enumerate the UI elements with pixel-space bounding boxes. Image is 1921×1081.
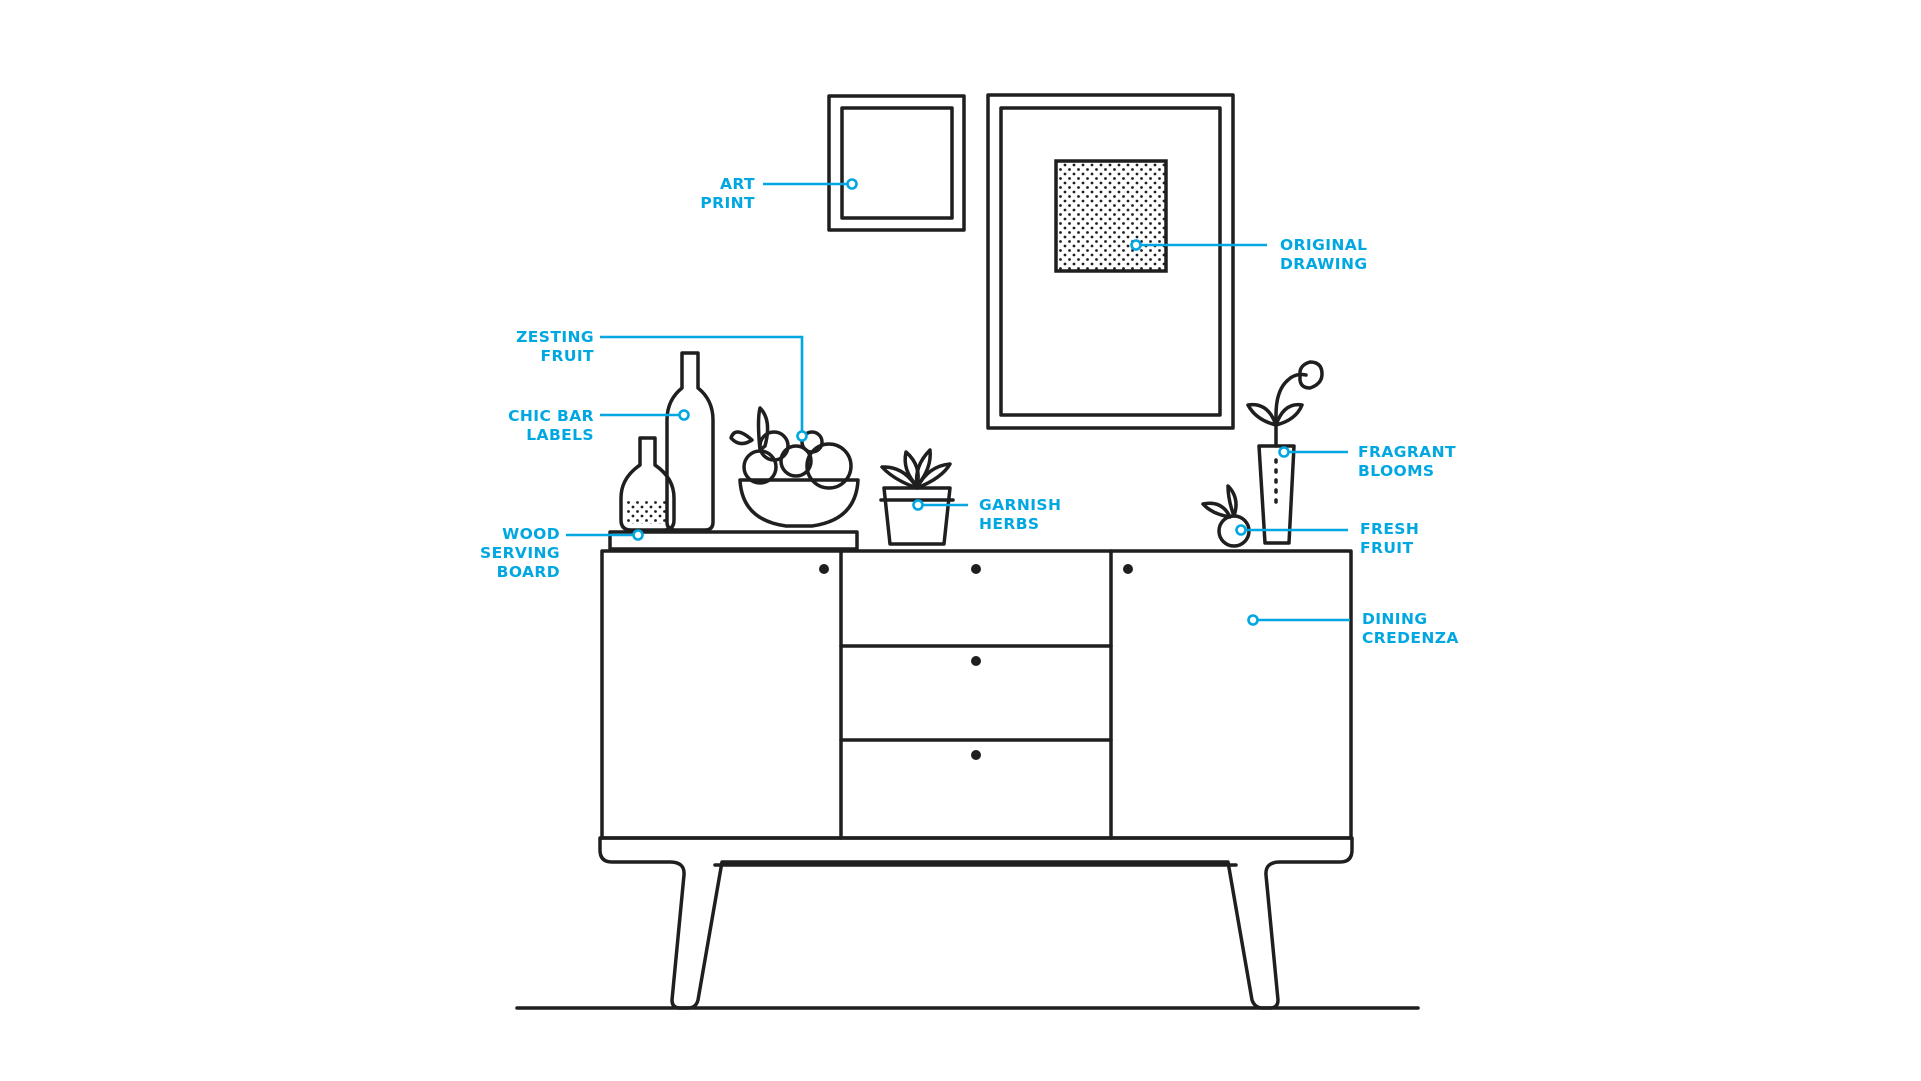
drawer-knob-middle: [971, 656, 981, 666]
original-drawing-artwork: [1054, 159, 1168, 273]
wine-bottle: [665, 351, 715, 532]
door-knob-right: [1123, 564, 1133, 574]
art-print-frame: [827, 94, 966, 232]
door-knob-left: [819, 564, 829, 574]
fruit-bowl: [729, 406, 860, 528]
wood-serving-board-shape: [608, 530, 859, 551]
callout-lines: [566, 178, 1350, 626]
label-zesting-fruit: ZESTING FRUIT: [516, 328, 594, 365]
label-fresh-fruit: FRESH FRUIT: [1360, 520, 1420, 557]
label-fragrant-blooms: FRAGRANT BLOOMS: [1358, 443, 1456, 480]
small-bottle: [619, 436, 676, 532]
dining-credenza-shape: [598, 549, 1354, 1010]
label-art-print: ART PRINT: [700, 175, 755, 212]
drawer-knob-bottom: [971, 750, 981, 760]
label-wood-serving-board: WOOD SERVING BOARD: [480, 525, 560, 581]
original-drawing-frame: [986, 93, 1235, 430]
label-garnish-herbs: GARNISH HERBS: [979, 496, 1062, 533]
flower-vase: [1246, 360, 1324, 545]
drawer-knob-top: [971, 564, 981, 574]
fresh-fruit-shape: [1201, 484, 1251, 548]
garnish-herbs-pot: [879, 448, 955, 546]
label-original-drawing: ORIGINAL DRAWING: [1280, 236, 1368, 273]
label-dining-credenza: DINING CREDENZA: [1362, 610, 1459, 647]
label-chic-bar-labels: CHIC BAR LABELS: [508, 407, 594, 444]
